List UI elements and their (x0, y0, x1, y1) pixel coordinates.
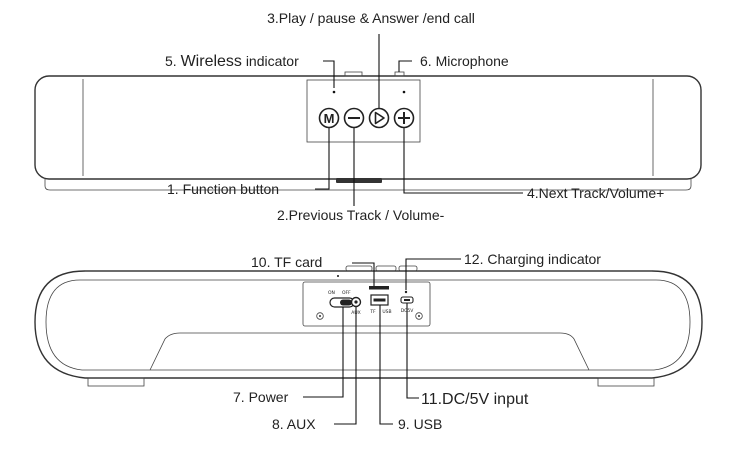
right-foot (597, 377, 655, 387)
play-pause-label: 3.Play / pause & Answer /end call (267, 10, 475, 26)
screw-right (415, 312, 423, 320)
charging-indicator-label: 12. Charging indicator (464, 251, 601, 267)
next-leader (403, 128, 523, 194)
speaker-back-view: ON OFF AUX TF USB DC5V (34, 258, 703, 425)
switch-off-label: OFF (342, 290, 351, 296)
dc-input-port[interactable] (400, 296, 414, 304)
power-leader (303, 307, 344, 398)
screw-left (316, 312, 324, 320)
left-foot (87, 377, 145, 387)
function-button[interactable]: M (318, 107, 340, 129)
mode-glyph: M (324, 111, 335, 126)
control-panel (306, 79, 421, 143)
dc-input-label: 11.DC/5V input (421, 391, 529, 408)
dc-input-leader (406, 303, 419, 399)
tf-card-label: 10. TF card (251, 254, 322, 270)
wireless-leader (323, 60, 335, 88)
wireless-indicator-label: 5. Wireless indicator (165, 53, 299, 70)
connection-panel (302, 281, 431, 327)
power-switch[interactable] (329, 297, 355, 308)
play-icon (374, 111, 385, 125)
charging-indicator-light (404, 290, 408, 294)
usb-port-label: USB (382, 309, 391, 315)
power-label: 7. Power (233, 389, 289, 405)
front-foot (336, 178, 382, 183)
usb-port[interactable] (370, 294, 389, 306)
function-button-label: 1. Function button (167, 181, 279, 197)
aux-label: 8. AUX (272, 416, 316, 432)
speaker-body-front (34, 75, 702, 180)
speaker-front-view: M (34, 34, 702, 206)
usb-leader (379, 305, 393, 425)
microphone-dot (402, 90, 406, 94)
previous-track-label: 2.Previous Track / Volume- (277, 207, 445, 223)
microphone-label: 6. Microphone (420, 53, 509, 69)
aux-leader (334, 307, 357, 425)
stand-cutout (149, 332, 590, 371)
charging-leader (405, 258, 461, 290)
previous-volume-down-button[interactable] (343, 107, 365, 129)
tf-card-slot[interactable] (369, 286, 389, 290)
next-volume-up-button[interactable] (393, 107, 415, 129)
tf-label: TF (369, 309, 376, 315)
play-pause-button[interactable] (368, 107, 390, 129)
microphone-leader (398, 60, 412, 72)
switch-on-label: ON (328, 290, 335, 296)
tf-card-leader (352, 262, 375, 286)
wireless-indicator-dot (332, 90, 336, 94)
function-leader (315, 128, 330, 190)
speaker-body-back (34, 270, 703, 379)
usb-label: 9. USB (398, 416, 442, 432)
aux-port[interactable] (350, 296, 362, 308)
next-track-label: 4.Next Track/Volume+ (527, 185, 664, 201)
